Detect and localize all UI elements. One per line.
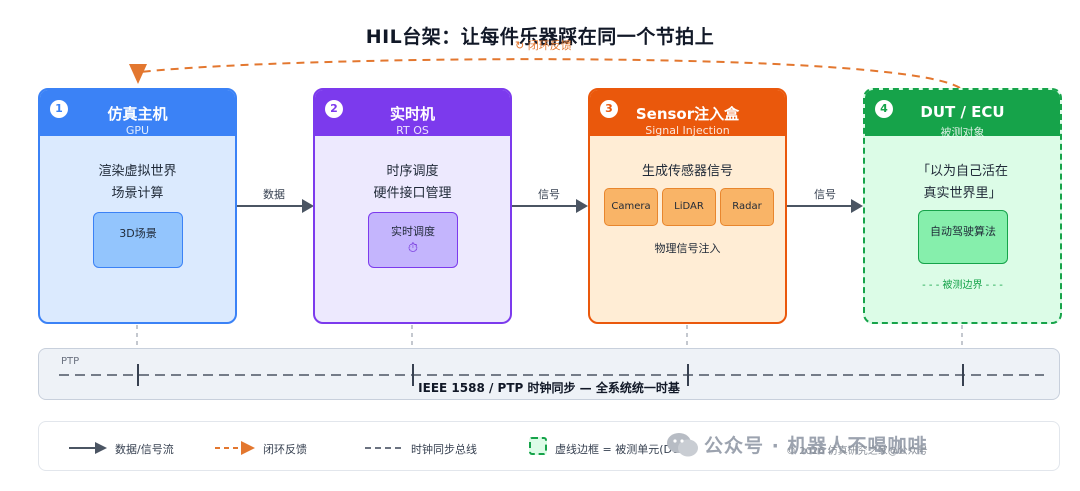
card-text-line: 「以为自己活在 bbox=[916, 164, 1008, 179]
card-text-line: 场景计算 bbox=[111, 186, 164, 201]
chip-lidar: LiDAR bbox=[662, 188, 716, 226]
card-subtitle: Signal Injection bbox=[645, 124, 730, 137]
watermark-text: 公众号 · 机器人不喝咖啡 bbox=[704, 435, 928, 457]
legend: 数据/信号流 闭环反馈 时钟同步总线 虚线边框 = 被测单元(DUT) bbox=[38, 421, 1060, 471]
card-text-line: 真实世界里」 bbox=[923, 186, 1002, 201]
ptp-label: PTP bbox=[61, 356, 80, 367]
ptp-bus-line bbox=[59, 364, 1044, 386]
legend-loop-label: 闭环反馈 bbox=[263, 443, 307, 456]
card-header: 2 实时机 RT OS bbox=[315, 90, 510, 137]
arrow-label-data: 数据 bbox=[263, 188, 285, 201]
card-title: 实时机 bbox=[389, 105, 435, 123]
flow-arrowhead-2 bbox=[576, 199, 588, 213]
card-text-line: 硬件接口管理 bbox=[373, 186, 452, 201]
card-title: Sensor注入盒 bbox=[635, 105, 740, 123]
card-text-line: 渲染虚拟世界 bbox=[98, 164, 177, 179]
card-title: DUT / ECU bbox=[920, 103, 1005, 121]
card-sensor-injection: 3 Sensor注入盒 Signal Injection 生成传感器信号 Cam… bbox=[588, 88, 787, 324]
chip-radar: Radar bbox=[720, 188, 774, 226]
card-title: 仿真主机 bbox=[107, 105, 168, 123]
ptp-clock-bus: PTP IEEE 1588 / PTP 时钟同步 — 全系统统一时基 bbox=[38, 348, 1060, 400]
card-simulation-host: 1 仿真主机 GPU 渲染虚拟世界 场景计算 3D场景 bbox=[38, 88, 237, 324]
arrow-label-signal: 信号 bbox=[814, 188, 836, 201]
scene-box: 3D场景 bbox=[93, 212, 183, 268]
card-text-line: 时序调度 bbox=[386, 164, 439, 179]
step-number-badge: 1 bbox=[50, 100, 68, 118]
loop-feedback-label: ↻ 闭环反馈 bbox=[515, 39, 572, 52]
card-realtime-machine: 2 实时机 RT OS 时序调度 硬件接口管理 实时调度 ⏱ bbox=[313, 88, 512, 324]
card-header: 1 仿真主机 GPU bbox=[40, 90, 235, 137]
chip-camera: Camera bbox=[604, 188, 658, 226]
scheduler-box: 实时调度 ⏱ bbox=[368, 212, 458, 268]
card-subtitle: GPU bbox=[125, 124, 150, 137]
card-text-line: 生成传感器信号 bbox=[641, 164, 733, 179]
step-number-badge: 2 bbox=[325, 100, 343, 118]
wechat-icon bbox=[667, 433, 698, 457]
diagram-title: HIL台架：让每件乐器踩在同一个节拍上 bbox=[365, 26, 715, 48]
algorithm-box: 自动驾驶算法 bbox=[918, 210, 1008, 264]
loop-feedback-arrowhead bbox=[129, 64, 147, 84]
scheduler-label: 实时调度 bbox=[391, 225, 435, 238]
card-header: 4 DUT / ECU 被测对象 bbox=[865, 90, 1060, 139]
legend-flow-arrow-icon bbox=[69, 442, 107, 454]
legend-dut-label: 虚线边框 = 被测单元(DUT) bbox=[555, 443, 692, 456]
test-boundary-label: - - - 被测边界 - - - bbox=[922, 280, 1003, 291]
step-number-badge: 4 bbox=[875, 100, 893, 118]
loop-feedback-curve bbox=[139, 58, 961, 89]
legend-bus-line-icon bbox=[365, 447, 403, 449]
card-subtitle: RT OS bbox=[396, 124, 429, 137]
flow-arrowhead-3 bbox=[851, 199, 863, 213]
legend-loop-arrow-icon bbox=[215, 441, 255, 455]
legend-dut-swatch-icon bbox=[529, 437, 547, 455]
card-subtitle: 被测对象 bbox=[940, 126, 985, 139]
card-header: 3 Sensor注入盒 Signal Injection bbox=[590, 90, 785, 137]
flow-arrowhead-1 bbox=[302, 199, 314, 213]
arrow-label-signal: 信号 bbox=[538, 188, 560, 201]
card-dut-ecu: 4 DUT / ECU 被测对象 「以为自己活在 真实世界里」 自动驾驶算法 -… bbox=[863, 88, 1062, 324]
step-number-badge: 3 bbox=[600, 100, 618, 118]
stopwatch-icon: ⏱ bbox=[407, 241, 419, 256]
card-footer: 物理信号注入 bbox=[654, 242, 721, 255]
copyright-text: © 2026 仿真研究之家@公众号 bbox=[786, 446, 928, 457]
ptp-description: IEEE 1588 / PTP 时钟同步 — 全系统统一时基 bbox=[418, 381, 680, 395]
legend-flow-label: 数据/信号流 bbox=[115, 443, 174, 456]
legend-bus-label: 时钟同步总线 bbox=[411, 443, 477, 456]
